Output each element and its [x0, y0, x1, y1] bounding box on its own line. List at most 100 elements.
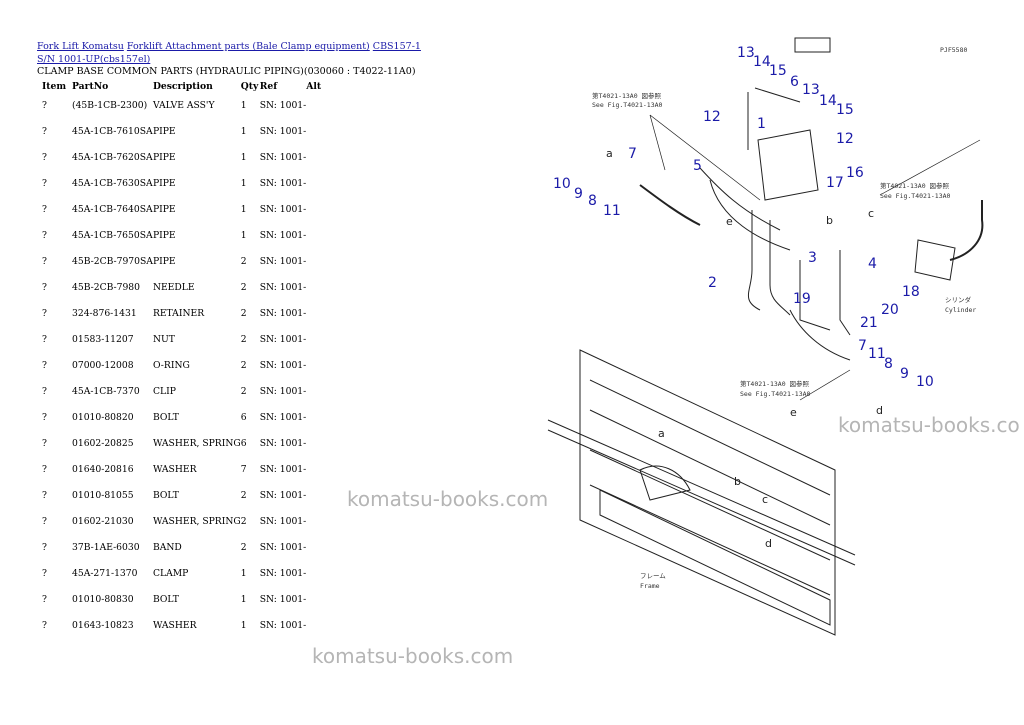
cell-partno: 45A-1CB-7370: [72, 385, 140, 397]
cell-qty: 1: [240, 593, 247, 605]
cell-qty: 1: [240, 203, 247, 215]
cell-alt: [306, 612, 336, 638]
hose-left: [639, 184, 701, 226]
watermark: komatsu-books.co: [838, 413, 1020, 437]
cell-partno: 45A-1CB-7630SA: [72, 177, 153, 189]
cell-ref: SN: 1001-: [259, 385, 307, 397]
cell-ref: SN: 1001-: [259, 99, 307, 111]
connection-letter: a: [606, 147, 613, 160]
breadcrumb-link-model[interactable]: CBS157-1 S/N 1001-UP(cbs157el): [37, 41, 421, 65]
callout-number: 13: [737, 45, 755, 61]
ref-note-en: See Fig.T4021-13A0: [880, 192, 951, 200]
cell-item: ?: [42, 359, 47, 371]
cell-alt: [306, 274, 336, 300]
callout-number: 18: [902, 284, 920, 300]
ref-note-en: See Fig.T4021-13A0: [740, 390, 811, 398]
cell-alt: [306, 248, 336, 274]
cell-qty: 2: [240, 489, 247, 501]
breadcrumb-link-forklift-komatsu[interactable]: Fork Lift Komatsu: [37, 41, 124, 52]
callout-number: 21: [860, 315, 878, 331]
callout-number: 10: [916, 374, 934, 390]
callout-number: 4: [868, 256, 877, 272]
cell-description: PIPE: [152, 229, 176, 241]
cell-item: ?: [42, 515, 47, 527]
cell-partno: 45A-1CB-7650SA: [72, 229, 153, 241]
cell-qty: 1: [240, 151, 247, 163]
cell-partno: 45B-2CB-7980: [72, 281, 141, 293]
connection-letter: e: [790, 406, 797, 419]
leader-lines: [649, 114, 981, 401]
cell-ref: SN: 1001-: [259, 203, 307, 215]
cell-alt: [306, 352, 336, 378]
cell-alt: [306, 144, 336, 170]
cell-item: ?: [42, 385, 47, 397]
cell-description: NEEDLE: [152, 281, 195, 293]
callout-number: 16: [846, 165, 864, 181]
connection-letter: b: [734, 475, 741, 488]
cell-ref: SN: 1001-: [259, 515, 307, 527]
callout-number: 11: [868, 346, 886, 362]
ref-note-en: See Fig.T4021-13A0: [592, 101, 663, 109]
cell-item: ?: [42, 593, 47, 605]
callout-number: 15: [769, 63, 787, 79]
cell-partno: 01643-10823: [72, 619, 134, 631]
diagram-block: [794, 37, 831, 53]
cell-item: ?: [42, 333, 47, 345]
callout-number: 19: [793, 291, 811, 307]
pipe-2b: [769, 220, 791, 316]
valve-line: [747, 87, 801, 150]
cell-description: PIPE: [152, 125, 176, 137]
cell-item: ?: [42, 489, 47, 501]
cell-ref: SN: 1001-: [259, 359, 307, 371]
cell-item: ?: [42, 229, 47, 241]
cell-ref: SN: 1001-: [259, 437, 307, 449]
cell-alt: [306, 170, 336, 196]
ref-note-jp: 第T4021-13A0 図参照: [740, 379, 810, 388]
breadcrumb-link-attachment-parts[interactable]: Forklift Attachment parts (Bale Clamp eq…: [126, 41, 370, 52]
cell-qty: 2: [240, 255, 247, 267]
cell-alt: [306, 326, 336, 352]
cell-alt: [306, 196, 336, 222]
cell-qty: 2: [240, 385, 247, 397]
cell-item: ?: [42, 307, 47, 319]
pipe-4: [839, 250, 851, 336]
cell-alt: [306, 430, 336, 456]
cell-description: PIPE: [152, 177, 176, 189]
cell-qty: 2: [240, 541, 247, 553]
cell-ref: SN: 1001-: [259, 619, 307, 631]
ref-note-jp: 第T4021-13A0 図参照: [592, 91, 662, 100]
cell-ref: SN: 1001-: [259, 229, 307, 241]
cell-qty: 2: [240, 333, 247, 345]
cell-alt: [306, 456, 336, 482]
cell-description: WASHER, SPRING: [152, 515, 241, 527]
callout-number: 8: [884, 356, 893, 372]
cell-ref: SN: 1001-: [259, 489, 307, 501]
valve-assy-shape: [757, 129, 819, 201]
cell-item: ?: [42, 203, 47, 215]
cell-qty: 6: [240, 437, 247, 449]
frame-bottom: [599, 489, 831, 626]
frame-label-jp: フレーム: [640, 572, 666, 580]
frame-cylinder: [639, 465, 691, 501]
cell-qty: 1: [240, 99, 247, 111]
connection-letter: e: [726, 215, 733, 228]
cell-ref: SN: 1001-: [259, 567, 307, 579]
cylinder-shape: [914, 239, 956, 281]
header-description: Description: [152, 80, 213, 92]
connection-letter: a: [658, 427, 665, 440]
callout-number: 15: [836, 102, 854, 118]
cell-ref: SN: 1001-: [259, 333, 307, 345]
pipe-2: [748, 210, 761, 311]
cell-ref: SN: 1001-: [259, 541, 307, 553]
